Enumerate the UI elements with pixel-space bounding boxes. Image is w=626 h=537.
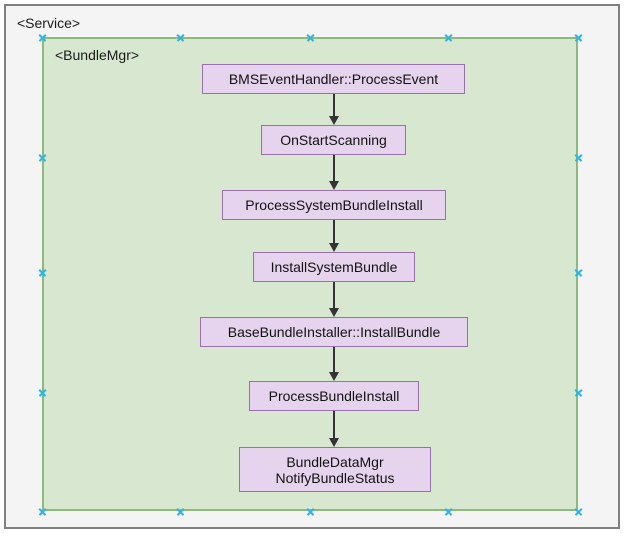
selection-handle-icon[interactable] (574, 268, 583, 277)
flow-edge (333, 347, 335, 373)
selection-handle-icon[interactable] (38, 507, 47, 516)
flow-edge-arrowhead-icon (329, 438, 339, 447)
flow-node[interactable]: InstallSystemBundle (253, 252, 415, 282)
selection-handle-icon[interactable] (38, 268, 47, 277)
flow-edge (333, 411, 335, 439)
flow-edge-arrowhead-icon (329, 308, 339, 317)
selection-handle-icon[interactable] (38, 153, 47, 162)
flow-edge (333, 282, 335, 309)
selection-handle-icon[interactable] (306, 33, 315, 42)
flow-edge (333, 220, 335, 244)
selection-handle-icon[interactable] (176, 33, 185, 42)
flow-edge-arrowhead-icon (328, 181, 339, 190)
service-container-label: <Service> (17, 15, 81, 31)
bundlemgr-container-label: <BundleMgr> (55, 47, 140, 63)
selection-handle-icon[interactable] (574, 507, 583, 516)
flow-node[interactable]: BundleDataMgr NotifyBundleStatus (239, 447, 431, 492)
flow-node[interactable]: BaseBundleInstaller::InstallBundle (200, 317, 468, 347)
selection-handle-icon[interactable] (574, 388, 583, 397)
selection-handle-icon[interactable] (444, 507, 453, 516)
flow-edge (332, 155, 335, 182)
flow-node[interactable]: ProcessSystemBundleInstall (222, 190, 446, 220)
flow-edge-arrowhead-icon (328, 116, 339, 125)
selection-handle-icon[interactable] (176, 507, 185, 516)
selection-handle-icon[interactable] (574, 153, 583, 162)
flow-node[interactable]: ProcessBundleInstall (249, 381, 419, 411)
flow-edge-arrowhead-icon (329, 372, 339, 381)
selection-handle-icon[interactable] (38, 33, 47, 42)
flow-edge (332, 94, 335, 117)
selection-handle-icon[interactable] (574, 33, 583, 42)
flow-node[interactable]: OnStartScanning (261, 125, 406, 155)
selection-handle-icon[interactable] (306, 507, 315, 516)
flow-node[interactable]: BMSEventHandler::ProcessEvent (202, 64, 465, 94)
selection-handle-icon[interactable] (444, 33, 453, 42)
flow-edge-arrowhead-icon (329, 243, 339, 252)
selection-handle-icon[interactable] (38, 388, 47, 397)
